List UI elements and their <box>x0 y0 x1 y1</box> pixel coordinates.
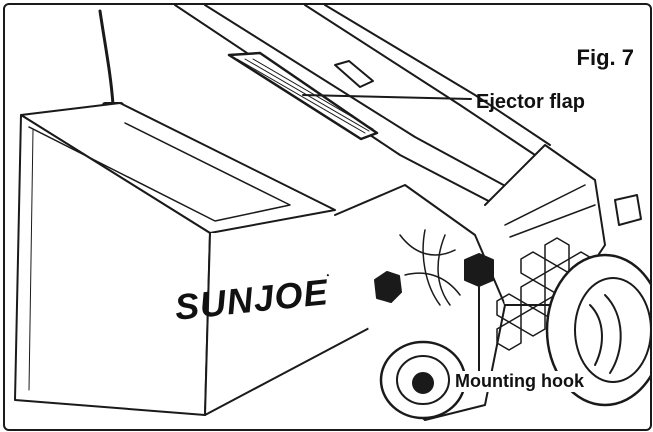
mounting-hook-label: Mounting hook <box>452 371 587 392</box>
ejector-flap-label: Ejector flap <box>476 91 585 113</box>
ejector-flap-leader <box>302 94 472 100</box>
rear-wheel <box>545 253 650 407</box>
figure-frame: SUNJOE• Fig. 7 Ejector flap Mounting hoo… <box>3 3 652 431</box>
grass-catcher <box>14 102 376 416</box>
front-wheel <box>379 340 467 420</box>
mower-drawing <box>14 5 650 421</box>
figure-number: Fig. 7 <box>576 45 634 70</box>
mounting-hooks <box>374 253 494 303</box>
blade-fan <box>399 229 461 306</box>
power-cord <box>98 9 115 107</box>
